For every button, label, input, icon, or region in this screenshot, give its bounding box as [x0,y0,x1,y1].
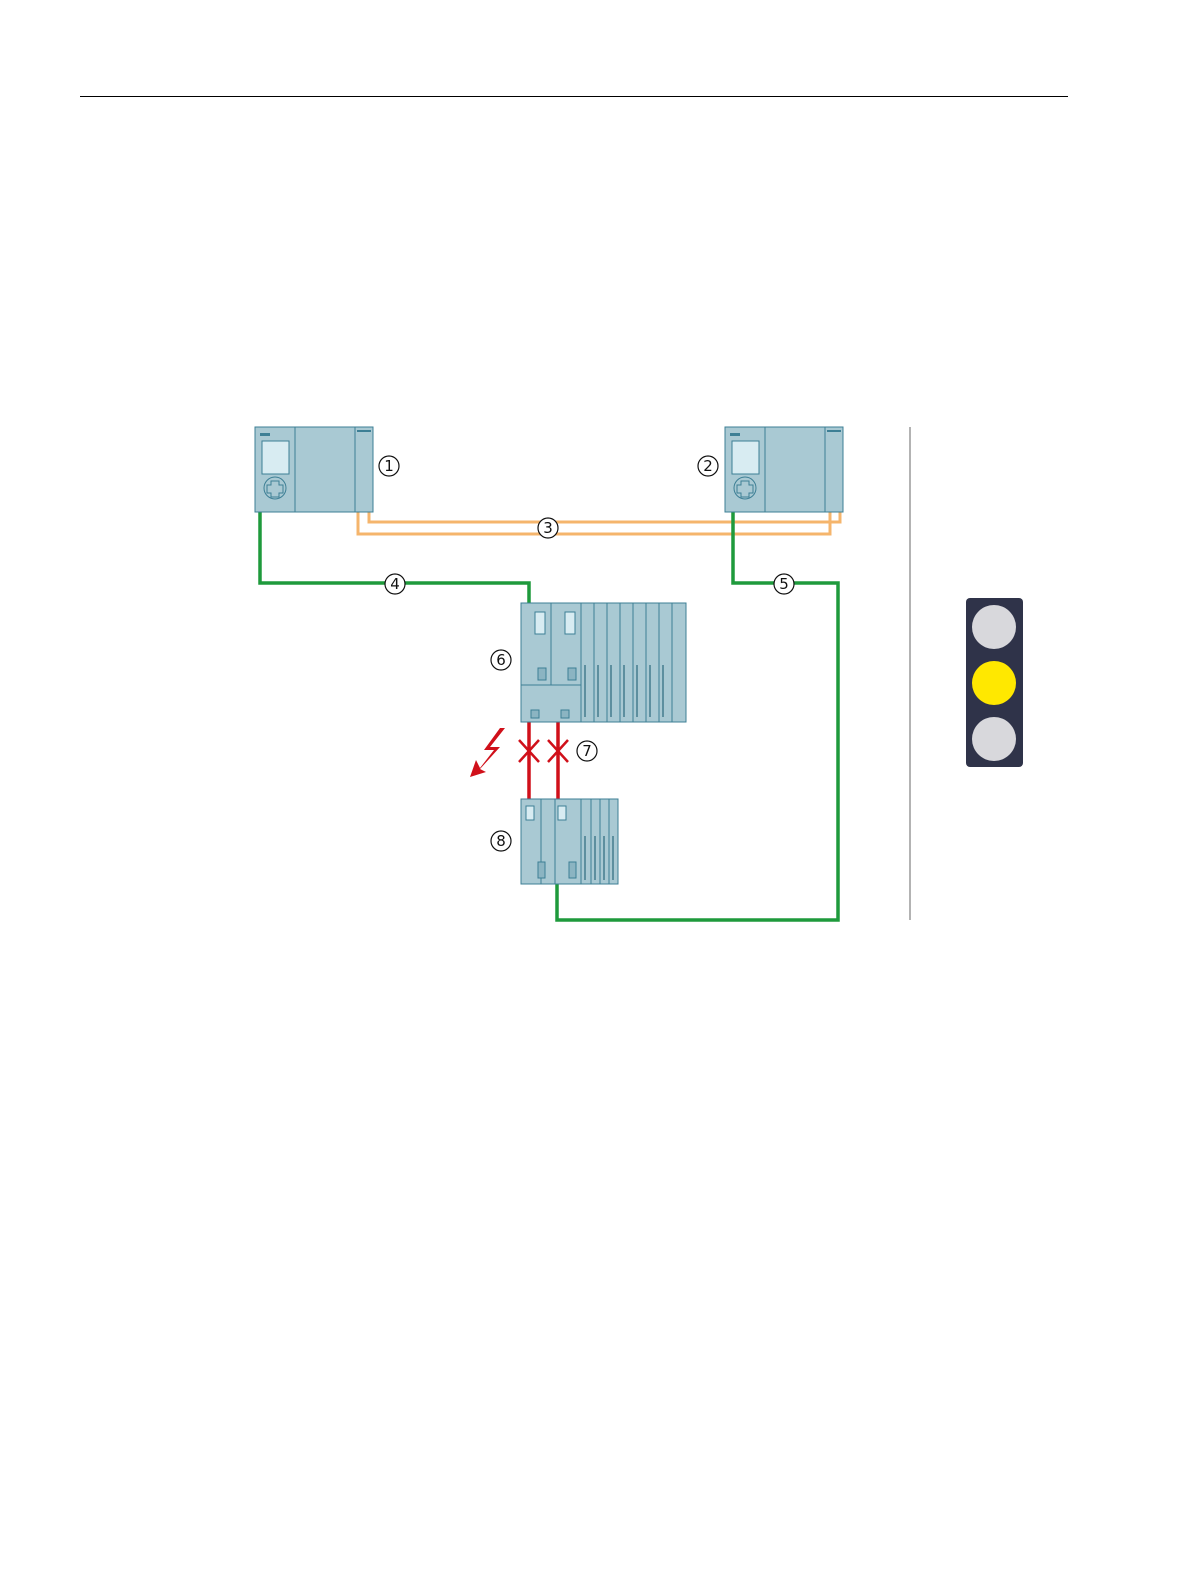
svg-text:6: 6 [496,651,506,669]
svg-text:8: 8 [496,832,506,850]
traffic-light-lamp-top [972,605,1016,649]
callout-5: 5 [774,574,794,594]
traffic-light-lamp-bottom [972,717,1016,761]
svg-text:7: 7 [582,742,592,760]
faulted-connection-7 [529,722,558,800]
callout-7: 7 [577,741,597,761]
callout-8: 8 [491,831,511,851]
svg-text:4: 4 [390,575,400,593]
callout-6: 6 [491,650,511,670]
traffic-light-icon [966,598,1023,767]
cpu-icon [725,427,843,512]
callout-4: 4 [385,574,405,594]
line-break-icon [519,740,568,762]
callout-1: 1 [379,456,399,476]
io-device-icon [521,799,618,884]
traffic-light-lamp-middle [972,661,1016,705]
cpu-icon [255,427,373,512]
interface-module-icon [521,603,686,722]
svg-text:3: 3 [543,519,553,537]
callout-2: 2 [698,456,718,476]
svg-text:2: 2 [703,457,713,475]
svg-text:5: 5 [779,575,789,593]
sync-connection-3 [358,512,840,534]
lightning-fault-icon [470,728,505,777]
callout-3: 3 [538,518,558,538]
svg-text:1: 1 [384,457,394,475]
